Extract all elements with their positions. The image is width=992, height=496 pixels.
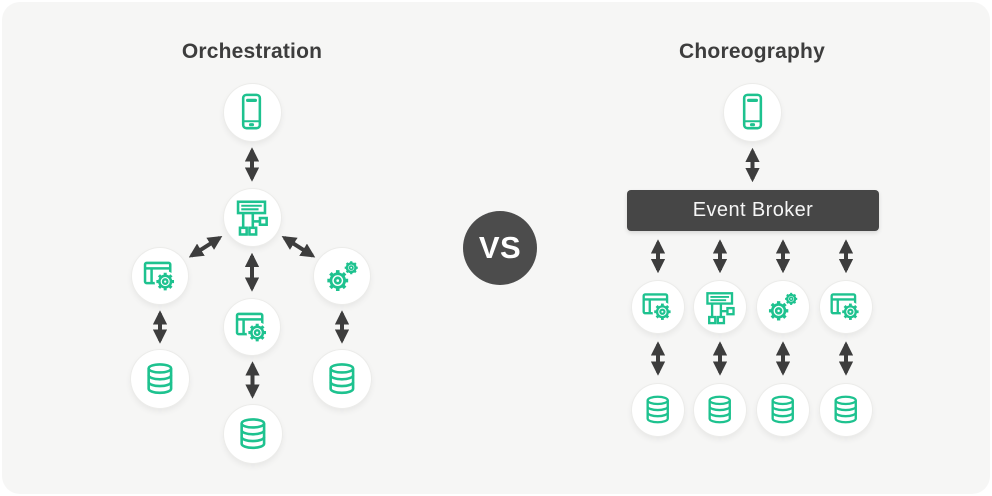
left-database-node-2 xyxy=(223,405,282,463)
right-database-node-1 xyxy=(632,384,684,436)
left-database-node-1 xyxy=(131,350,189,408)
database-icon xyxy=(701,391,738,428)
left-service-node-1 xyxy=(132,248,188,304)
workflow-tree-icon xyxy=(231,196,272,237)
cogs-icon xyxy=(764,288,801,325)
database-icon xyxy=(639,391,676,428)
left-service-node-2 xyxy=(224,299,280,355)
right-database-node-4 xyxy=(820,384,872,436)
right-service-node-4 xyxy=(820,281,872,333)
right-service-node-1 xyxy=(632,281,684,333)
choreography-title: Choreography xyxy=(679,40,825,63)
left-service-node-3 xyxy=(314,248,370,304)
database-icon xyxy=(232,413,274,455)
smartphone-icon xyxy=(231,91,272,132)
workflow-tree-icon xyxy=(701,288,738,325)
right-client-node xyxy=(724,83,781,141)
left-database-node-3 xyxy=(313,350,371,408)
right-service-node-3 xyxy=(757,281,809,333)
app-window-gear-icon xyxy=(639,288,676,325)
event-broker-label: Event Broker xyxy=(692,199,814,221)
smartphone-icon xyxy=(732,91,773,132)
database-icon xyxy=(827,391,864,428)
right-service-node-2 xyxy=(694,281,746,333)
orchestrator-node xyxy=(223,188,281,246)
app-window-gear-icon xyxy=(140,256,180,296)
right-database-node-2 xyxy=(694,384,746,436)
app-window-gear-icon xyxy=(827,288,864,325)
left-client-node xyxy=(223,83,281,141)
event-broker-bar: Event Broker xyxy=(627,190,879,231)
app-window-gear-icon xyxy=(232,307,272,347)
cogs-icon xyxy=(322,256,362,296)
database-icon xyxy=(321,358,363,400)
database-icon xyxy=(764,391,801,428)
right-database-node-3 xyxy=(757,384,809,436)
orchestration-title: Orchestration xyxy=(181,40,323,63)
vs-badge: VS xyxy=(463,211,537,285)
vs-label: VS xyxy=(478,230,522,265)
database-icon xyxy=(139,358,181,400)
